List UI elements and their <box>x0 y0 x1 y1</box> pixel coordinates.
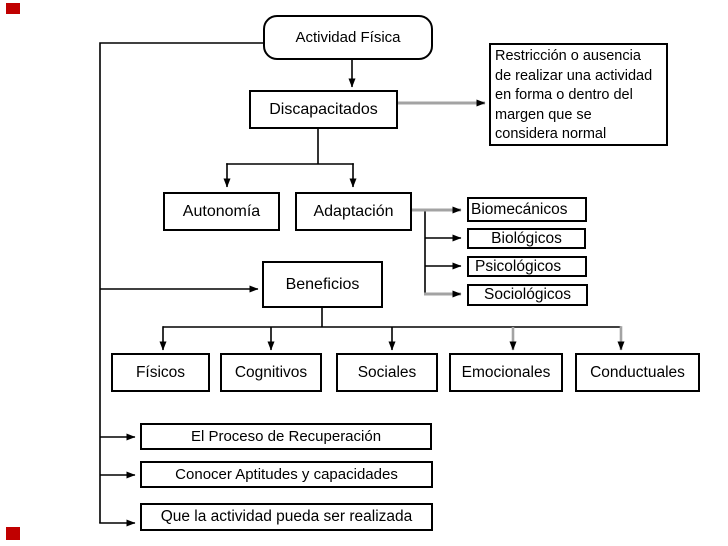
node-discapacitados: Discapacitados <box>249 90 398 129</box>
node-autonomia: Autonomía <box>163 192 280 231</box>
node-proceso-recuperacion: El Proceso de Recuperación <box>140 423 432 450</box>
node-biologicos: Biológicos <box>467 228 586 249</box>
node-cognitivos: Cognitivos <box>220 353 322 392</box>
restriccion-line-5: considera normal <box>495 126 607 142</box>
node-biomecanicos: Biomecánicos <box>467 197 587 222</box>
node-beneficios: Beneficios <box>262 261 383 308</box>
node-sociologicos: Sociológicos <box>467 284 588 306</box>
node-conocer-aptitudes: Conocer Aptitudes y capacidades <box>140 461 433 488</box>
restriccion-line-2: de realizar una actividad <box>495 67 653 84</box>
node-adaptacion: Adaptación <box>295 192 412 231</box>
node-sociales: Sociales <box>336 353 438 392</box>
node-restriccion-definition: Restricción o ausencia de realizar una a… <box>489 43 668 146</box>
node-actividad-fisica: Actividad Física <box>263 15 433 60</box>
connector-left-rail <box>99 42 263 523</box>
node-emocionales: Emocionales <box>449 353 563 392</box>
restriccion-line-4: margen que se <box>495 106 592 123</box>
restriccion-line-1: Restricción o ausencia <box>495 48 641 64</box>
node-psicologicos: Psicológicos <box>467 256 587 277</box>
red-accent-bottom-left <box>6 527 20 540</box>
node-conductuales: Conductuales <box>575 353 700 392</box>
node-actividad-realizada: Que la actividad pueda ser realizada <box>140 503 433 531</box>
restriccion-line-3: en forma o dentro del <box>495 87 633 103</box>
node-fisicos: Físicos <box>111 353 210 392</box>
red-accent-top-left <box>6 3 20 14</box>
